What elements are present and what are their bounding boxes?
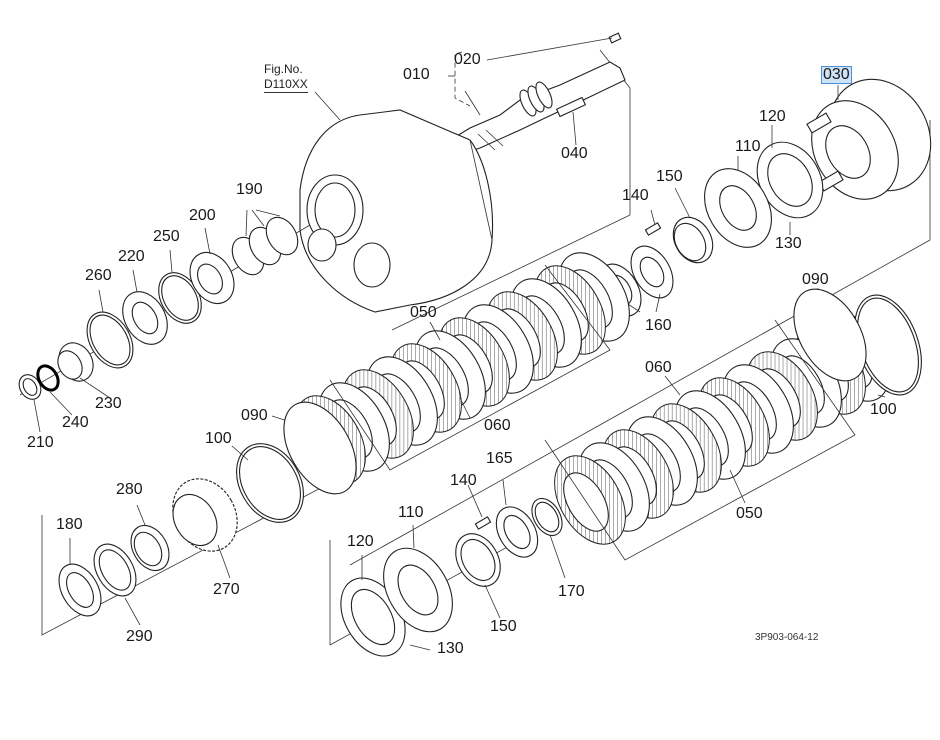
bearing-200[interactable]: [181, 245, 243, 312]
drawing-code: 3P903-064-12: [755, 632, 819, 643]
leaders-left: [33, 209, 281, 433]
part-label-060-lower[interactable]: 060: [645, 359, 672, 376]
part-label-180[interactable]: 180: [56, 516, 83, 533]
end-plate-090[interactable]: [269, 390, 371, 507]
collar-230[interactable]: [52, 337, 100, 388]
part-label-200[interactable]: 200: [189, 207, 216, 224]
end-plate-090[interactable]: [779, 277, 881, 394]
part-label-050-upper[interactable]: 050: [410, 304, 437, 321]
gear-270[interactable]: [160, 467, 250, 563]
clutch-pack-lower[interactable]: [540, 300, 904, 556]
part-label-170[interactable]: 170: [558, 583, 585, 600]
needle-bearing-280[interactable]: [123, 519, 176, 578]
part-label-010[interactable]: 010: [403, 66, 430, 83]
part-label-220[interactable]: 220: [118, 248, 145, 265]
part-label-130-bottom[interactable]: 130: [437, 640, 464, 657]
part-label-140-bottom[interactable]: 140: [450, 472, 477, 489]
bearing-290[interactable]: [85, 537, 144, 603]
part-label-090-right[interactable]: 090: [802, 271, 829, 288]
seal-rings-190[interactable]: [226, 212, 304, 281]
piston-110-top[interactable]: [691, 157, 785, 260]
part-label-260[interactable]: 260: [85, 267, 112, 284]
housing: [299, 109, 494, 313]
pack-upper-brackets: [329, 264, 856, 561]
figure-number-value: D110XX: [264, 77, 308, 93]
oring-240[interactable]: [34, 362, 63, 394]
part-label-270[interactable]: 270: [213, 581, 240, 598]
part-label-280[interactable]: 280: [116, 481, 143, 498]
ring-170[interactable]: [526, 493, 569, 541]
part-label-030[interactable]: 030: [821, 66, 852, 84]
part-label-240[interactable]: 240: [62, 414, 89, 431]
part-label-020[interactable]: 020: [454, 51, 481, 68]
spring-140-top[interactable]: [644, 222, 662, 236]
part-label-150-top[interactable]: 150: [656, 168, 683, 185]
leaders-lower-middle: [361, 479, 566, 651]
retainer-150-bottom[interactable]: [447, 526, 510, 594]
key-040[interactable]: [555, 96, 587, 118]
pin-020[interactable]: [608, 32, 622, 44]
plate-120-top[interactable]: [744, 130, 836, 229]
leaders-100: [231, 394, 886, 461]
drum-030[interactable]: [794, 61, 940, 215]
part-label-210[interactable]: 210: [27, 434, 54, 451]
washer-180[interactable]: [50, 557, 109, 623]
snap-ring-100-left[interactable]: [223, 432, 317, 535]
part-label-230[interactable]: 230: [95, 395, 122, 412]
spring-140-bottom[interactable]: [474, 516, 492, 530]
input-shaft-010[interactable]: [440, 61, 626, 157]
washer-165[interactable]: [488, 500, 546, 565]
leaders-lower-left: [69, 504, 231, 626]
part-label-050-lower[interactable]: 050: [736, 505, 763, 522]
part-label-090-left[interactable]: 090: [241, 407, 268, 424]
figure-number-label: Fig.No.: [264, 62, 303, 76]
part-label-190[interactable]: 190: [236, 181, 263, 198]
part-label-100-right[interactable]: 100: [870, 401, 897, 418]
part-label-060-upper[interactable]: 060: [484, 417, 511, 434]
retainer-150-top[interactable]: [665, 210, 720, 270]
ring-210[interactable]: [15, 371, 45, 404]
part-label-110-top[interactable]: 110: [735, 138, 761, 155]
part-label-150-bottom[interactable]: 150: [490, 618, 517, 635]
part-label-290[interactable]: 290: [126, 628, 153, 645]
part-label-250[interactable]: 250: [153, 228, 180, 245]
leaders-top: [314, 37, 613, 146]
part-label-160[interactable]: 160: [645, 317, 672, 334]
snap-ring-100-right[interactable]: [842, 286, 934, 404]
piston-110-bottom[interactable]: [370, 536, 467, 644]
snap-ring-260[interactable]: [78, 304, 143, 376]
part-label-120-top[interactable]: 120: [759, 108, 786, 125]
part-label-120-bottom[interactable]: 120: [347, 533, 374, 550]
leaders-right-top: [621, 85, 839, 313]
part-label-140-top[interactable]: 140: [622, 187, 649, 204]
part-label-130-top[interactable]: 130: [775, 235, 802, 252]
part-label-100-left[interactable]: 100: [205, 430, 232, 447]
seal-220[interactable]: [114, 284, 177, 352]
part-label-040[interactable]: 040: [561, 145, 588, 162]
part-label-165[interactable]: 165: [486, 450, 513, 467]
part-label-110-bottom[interactable]: 110: [398, 504, 424, 521]
